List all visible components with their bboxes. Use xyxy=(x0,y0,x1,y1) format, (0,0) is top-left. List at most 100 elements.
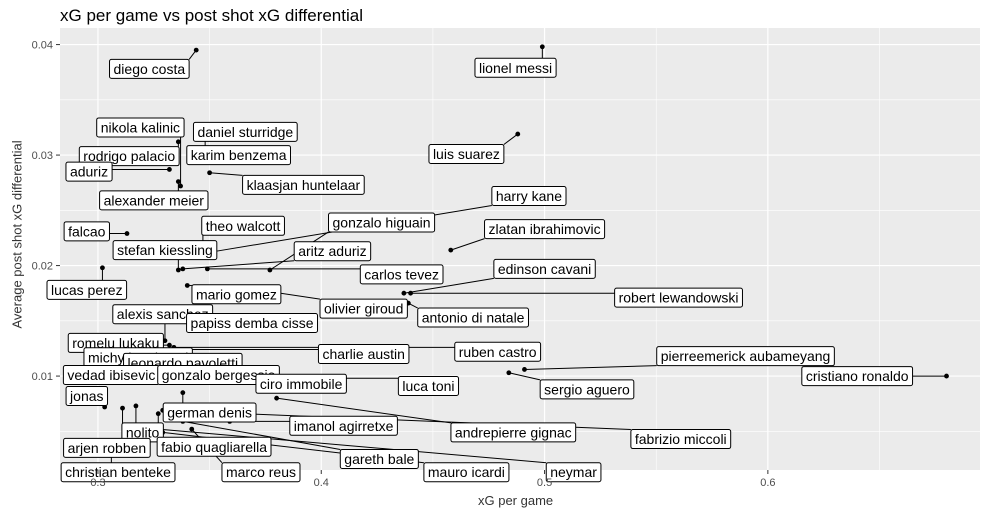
point-label: carlos tevez xyxy=(359,264,444,285)
label-box xyxy=(656,346,835,367)
point-label: theo walcott xyxy=(201,215,285,236)
point-label: sergio aguero xyxy=(539,379,635,400)
data-point xyxy=(178,183,183,189)
point-label: lucas perez xyxy=(46,279,128,300)
label-text: harry kane xyxy=(496,188,562,204)
point-label: falcao xyxy=(63,221,110,242)
leader-line xyxy=(524,365,657,370)
label-text: carlos tevez xyxy=(364,266,439,282)
point-label: zlatan ibrahimovic xyxy=(484,219,606,240)
data-point xyxy=(175,267,181,273)
point-label: gonzalo bergessio xyxy=(157,364,280,385)
label-box xyxy=(112,240,218,261)
label-box xyxy=(801,366,914,387)
point-label: harry kane xyxy=(491,185,567,206)
point-label: nolito xyxy=(121,422,164,443)
label-text: klaasjan huntelaar xyxy=(247,177,361,193)
label-box xyxy=(417,307,529,328)
y-tick-label: 0.03 xyxy=(32,150,53,162)
point-label: aritz aduriz xyxy=(293,241,372,262)
label-text: imanol agirretxe xyxy=(294,418,394,434)
label-text: german denis xyxy=(167,405,252,421)
data-point xyxy=(515,131,521,137)
label-text: diego costa xyxy=(114,61,186,77)
label-box xyxy=(545,462,602,483)
label-text: aritz aduriz xyxy=(298,243,366,259)
data-point xyxy=(184,283,190,288)
label-text: christian benteke xyxy=(65,464,171,480)
label-box xyxy=(614,287,743,308)
label-box xyxy=(423,462,510,483)
label-text: zlatan ibrahimovic xyxy=(489,221,601,237)
data-point xyxy=(100,265,105,271)
label-box xyxy=(630,429,732,450)
label-text: aduriz xyxy=(70,164,108,180)
point-label: robert lewandowski xyxy=(614,287,743,308)
label-text: fabrizio miccoli xyxy=(635,431,727,447)
point-label: arjen robben xyxy=(63,437,151,458)
data-point xyxy=(120,405,125,411)
label-box xyxy=(63,221,110,242)
label-text: antonio di natale xyxy=(422,310,525,326)
label-box xyxy=(450,422,577,443)
point-label: mario gomez xyxy=(191,284,282,305)
label-text: alexis sanchez xyxy=(117,306,209,322)
point-label: papiss demba cisse xyxy=(186,313,319,334)
label-text: theo walcott xyxy=(206,218,281,234)
label-box xyxy=(339,448,419,469)
point-label: nikola kalinic xyxy=(96,117,185,138)
label-text: lucas perez xyxy=(51,282,123,298)
label-box xyxy=(96,117,185,138)
label-box xyxy=(328,212,436,233)
label-text: neymar xyxy=(550,464,597,480)
data-point xyxy=(167,167,172,172)
label-box xyxy=(493,258,596,279)
point-label: jonas xyxy=(65,385,109,406)
label-box xyxy=(428,143,505,164)
label-box xyxy=(65,161,113,182)
label-text: charlie austin xyxy=(322,346,405,362)
data-point xyxy=(180,390,186,396)
point-label: luca toni xyxy=(397,376,460,397)
label-box xyxy=(397,376,460,397)
label-box xyxy=(78,146,180,167)
label-text: andrepierre gignac xyxy=(455,424,572,440)
point-label: neymar xyxy=(545,462,602,483)
chart-title: xG per game vs post shot xG differential xyxy=(60,6,363,25)
label-text: luca toni xyxy=(402,378,454,394)
label-text: gonzalo bergessio xyxy=(162,367,276,383)
label-text: nikola kalinic xyxy=(101,119,180,135)
label-text: robert lewandowski xyxy=(619,290,739,306)
label-text: karim benzema xyxy=(191,147,287,163)
label-box xyxy=(474,57,557,78)
leader-line xyxy=(403,277,494,294)
label-text: daniel sturridge xyxy=(197,124,293,140)
point-label: diego costa xyxy=(109,58,190,79)
label-text: gareth bale xyxy=(344,451,414,467)
y-tick-label: 0.02 xyxy=(32,261,53,273)
data-point xyxy=(180,266,186,272)
leader-line xyxy=(450,238,485,251)
x-tick-label: 0.5 xyxy=(537,477,552,489)
data-point xyxy=(408,290,413,296)
label-box xyxy=(221,462,301,483)
point-label: rodrigo palacio xyxy=(78,146,180,167)
label-box xyxy=(109,58,190,79)
data-point xyxy=(207,170,213,176)
label-box xyxy=(63,437,151,458)
x-axis-label: xG per game xyxy=(478,493,554,508)
label-text: stefan kiessling xyxy=(117,242,213,258)
data-point xyxy=(133,403,139,409)
label-box xyxy=(192,121,298,142)
label-box xyxy=(162,402,257,423)
data-point xyxy=(189,426,195,432)
data-point xyxy=(274,395,280,401)
leader-line xyxy=(508,372,541,381)
label-box xyxy=(319,298,408,319)
label-box xyxy=(99,190,209,211)
y-tick-label: 0.04 xyxy=(32,40,53,52)
label-box xyxy=(293,241,372,262)
label-text: luis suarez xyxy=(433,146,500,162)
point-label: ciro immobile xyxy=(255,373,347,394)
